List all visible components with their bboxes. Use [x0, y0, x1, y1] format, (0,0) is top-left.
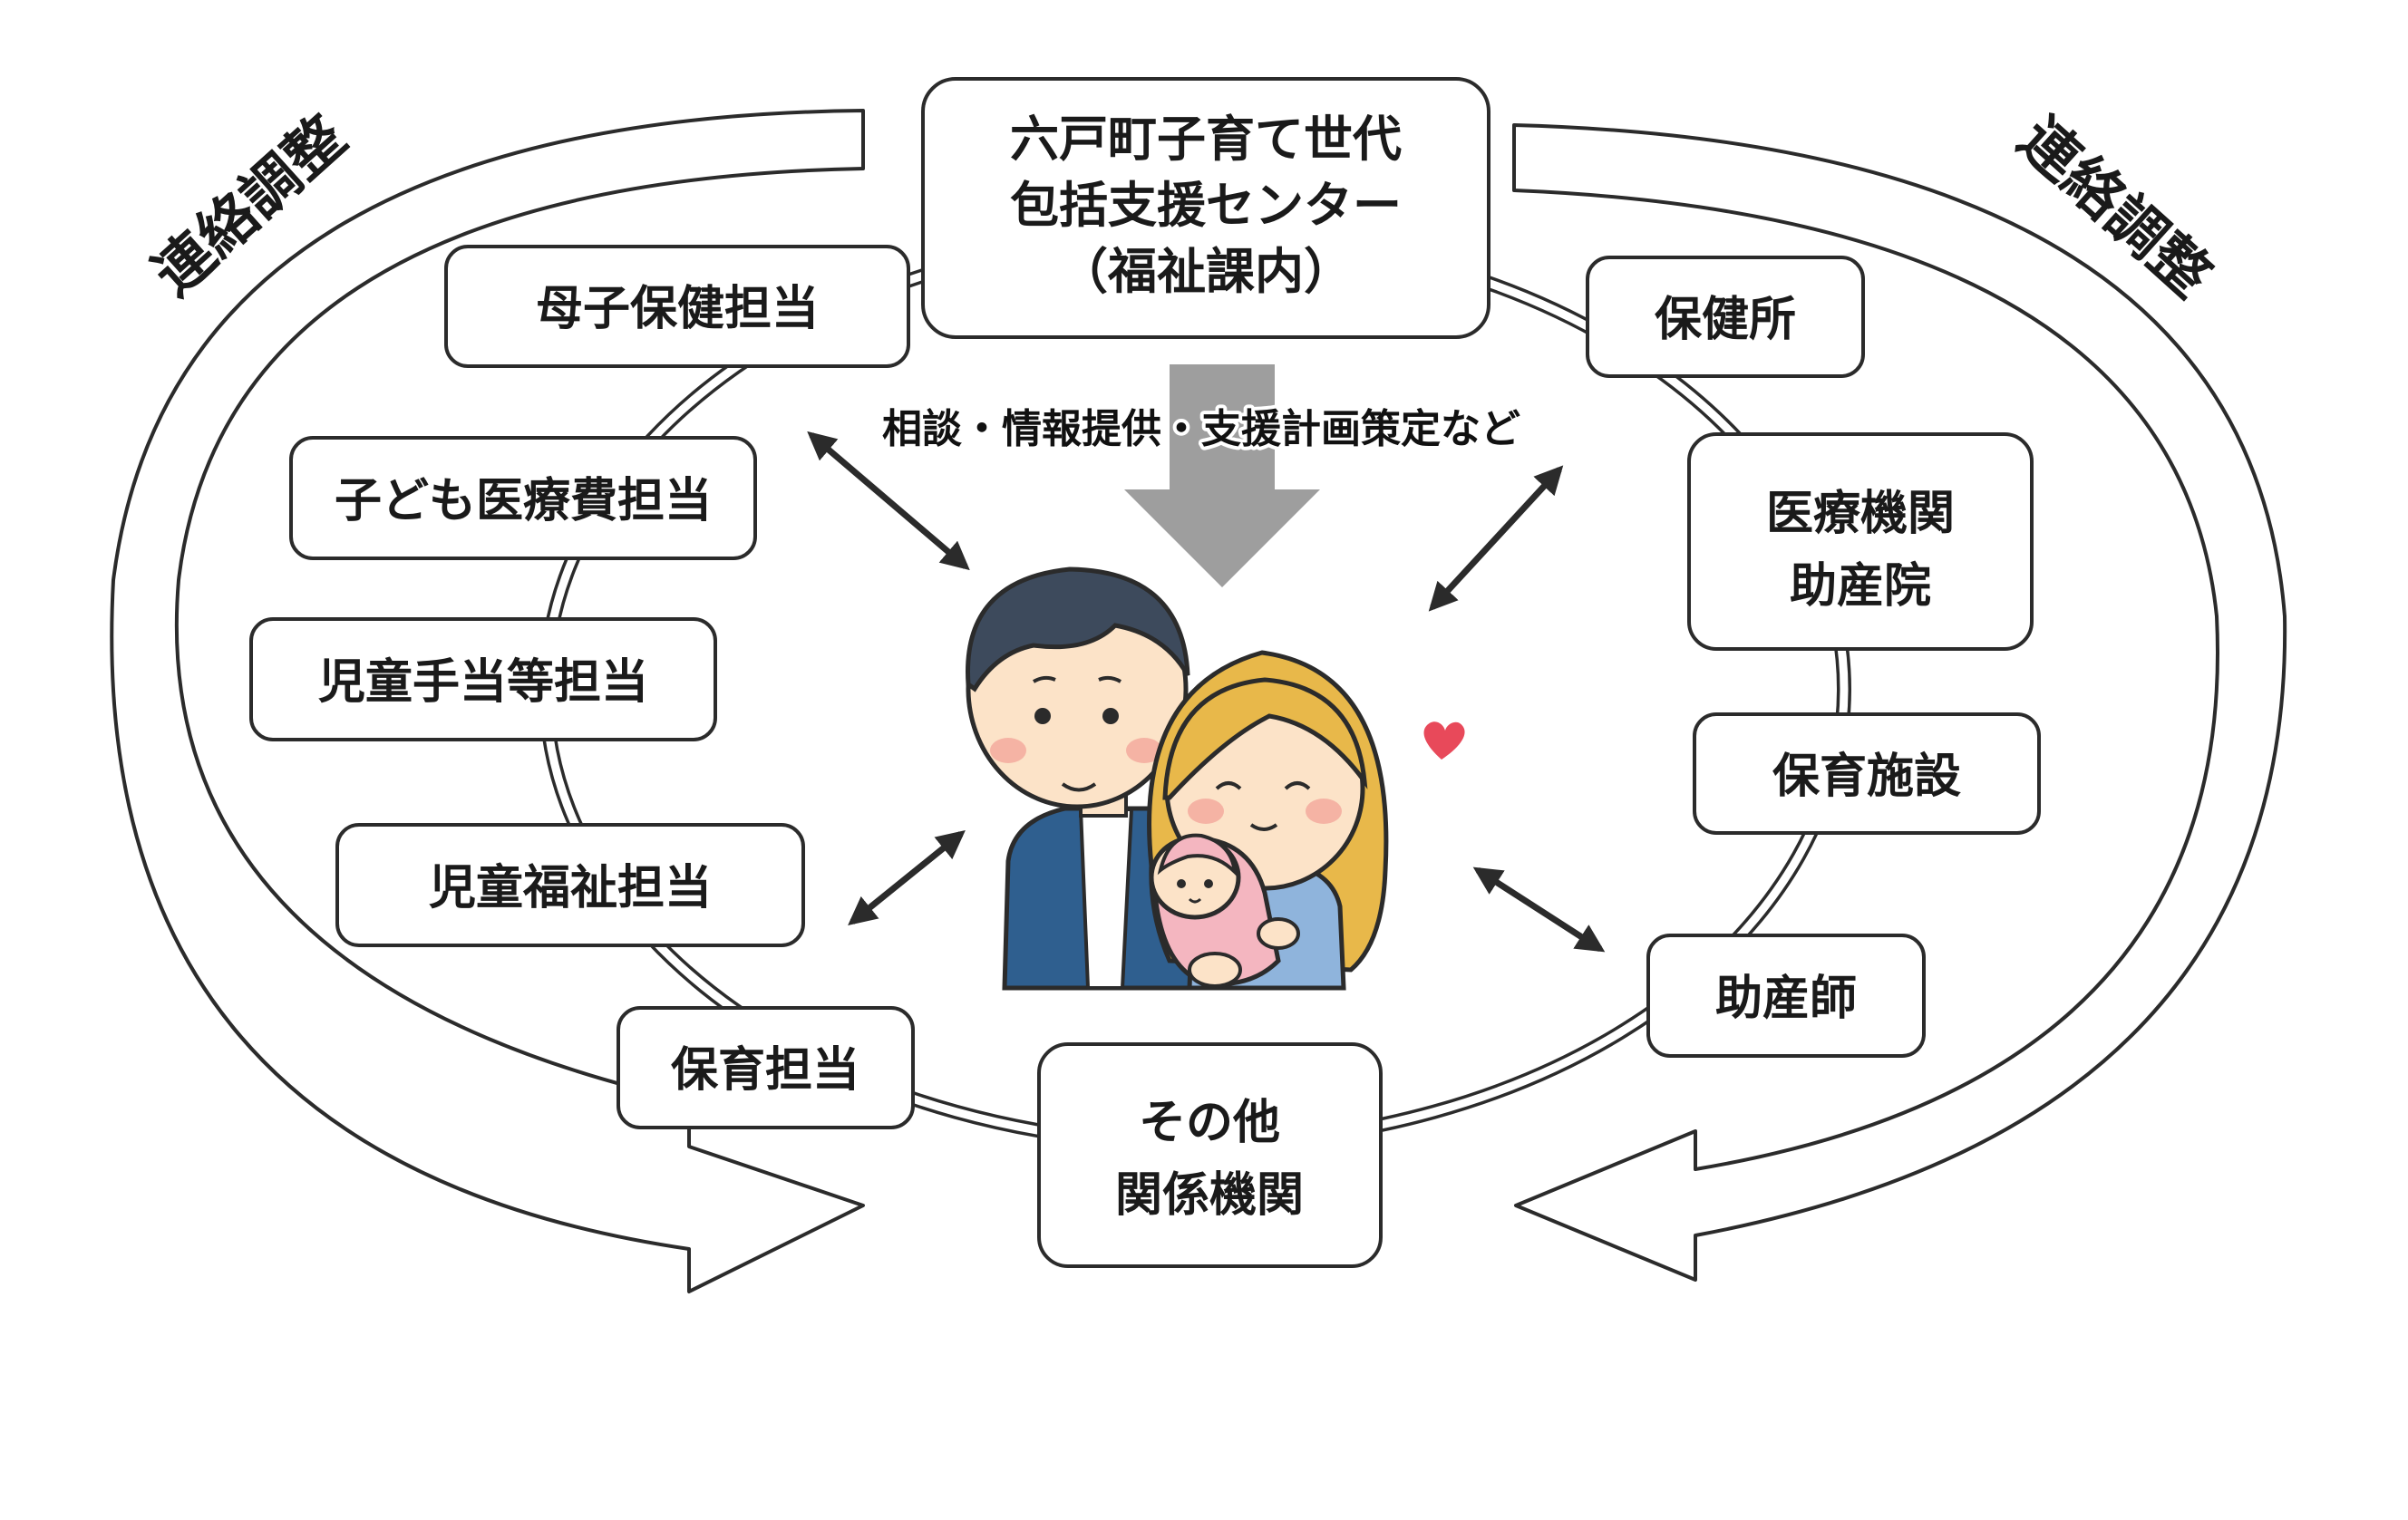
- node-childcare-facility: 保育施設: [1693, 712, 2041, 835]
- svg-text:母子保健担当: 母子保健担当: [536, 282, 819, 336]
- arrow-upper-right: [1428, 465, 1564, 612]
- coordination-arrow-right: [1512, 123, 2287, 1282]
- family-illustration: [966, 566, 1389, 991]
- center-support-box: 六戸町子育て世代 包括支援センター （福祉課内）: [921, 77, 1490, 339]
- center-title-line1: 六戸町子育て世代: [1010, 111, 1402, 168]
- center-title-line2: 包括支援センター: [1010, 177, 1402, 234]
- node-child-welfare: 児童福祉担当: [335, 823, 805, 947]
- arrow-upper-left: [807, 431, 970, 571]
- node-health-center: 保健所: [1586, 256, 1865, 378]
- node-midwife: 助産師: [1646, 934, 1926, 1058]
- svg-text:保健所: 保健所: [1655, 293, 1796, 347]
- center-title-line3: （福祉課内）: [1059, 243, 1353, 300]
- node-maternal-health: 母子保健担当: [444, 245, 910, 368]
- svg-text:児童福祉担当: 児童福祉担当: [429, 861, 712, 915]
- node-childcare: 保育担当: [617, 1006, 915, 1129]
- heart-icon: [1423, 721, 1465, 760]
- arrow-lower-left: [848, 830, 966, 925]
- svg-text:その他: その他: [1139, 1096, 1280, 1150]
- svg-text:子ども医療費担当: 子ども医療費担当: [335, 474, 712, 528]
- svg-text:保育担当: 保育担当: [671, 1043, 859, 1098]
- support-down-arrow: [1124, 364, 1320, 587]
- support-caption: 相談・情報提供・支援計画策定など: [882, 406, 1520, 452]
- svg-text:医療機関: 医療機関: [1766, 487, 1955, 541]
- node-other-agencies: その他 関係機関: [1037, 1042, 1383, 1268]
- node-child-medical: 子ども医療費担当: [289, 436, 757, 560]
- coordination-arrow-left: [110, 109, 865, 1293]
- svg-text:助産院: 助産院: [1790, 559, 1931, 614]
- svg-text:助産師: 助産師: [1715, 972, 1857, 1026]
- svg-text:保育施設: 保育施設: [1772, 750, 1961, 804]
- svg-text:関係機関: 関係機関: [1115, 1168, 1304, 1223]
- node-child-allowance: 児童手当等担当: [249, 617, 717, 741]
- svg-text:児童手当等担当: 児童手当等担当: [318, 655, 648, 710]
- arrow-lower-right: [1472, 866, 1606, 953]
- node-medical-institution: 医療機関 助産院: [1687, 432, 2034, 651]
